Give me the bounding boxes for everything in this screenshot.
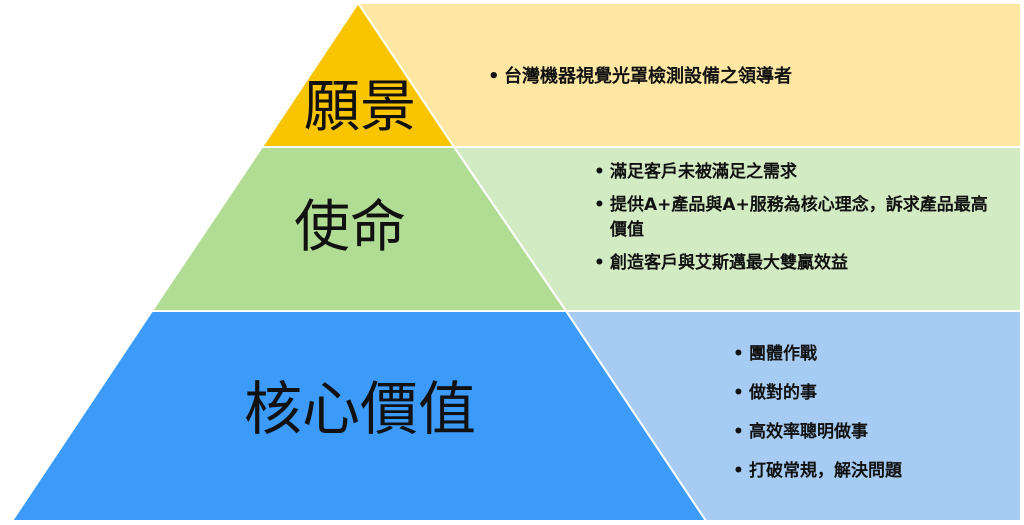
vision-bullet: 台灣機器視覺光罩檢測設備之領導者 [488, 64, 1008, 90]
mission-bullet-list: 滿足客戶未被滿足之需求 提供A+產品與A+服務為核心理念，訴求產品最高價值 創造… [594, 160, 1004, 284]
values-tier [10, 310, 708, 522]
mission-bullet: 創造客戶與艾斯邁最大雙贏效益 [594, 251, 1004, 276]
core-value-bullet: 高效率聰明做事 [733, 420, 1013, 445]
vision-bullet-list: 台灣機器視覺光罩檢測設備之領導者 [488, 64, 1008, 90]
mission-bullet: 滿足客戶未被滿足之需求 [594, 160, 1004, 185]
core-value-bullet: 打破常規，解決問題 [733, 459, 1013, 484]
core-values-bullet-list: 團體作戰 做對的事 高效率聰明做事 打破常規，解決問題 [733, 342, 1013, 498]
mission-bullet: 提供A+產品與A+服務為核心理念，訴求產品最高價值 [594, 193, 1004, 243]
vision-title: 願景 [304, 75, 416, 140]
core-value-bullet: 做對的事 [733, 381, 1013, 406]
mission-title: 使命 [294, 195, 406, 260]
core-value-bullet: 團體作戰 [733, 342, 1013, 367]
core-values-title: 核心價值 [243, 375, 476, 443]
